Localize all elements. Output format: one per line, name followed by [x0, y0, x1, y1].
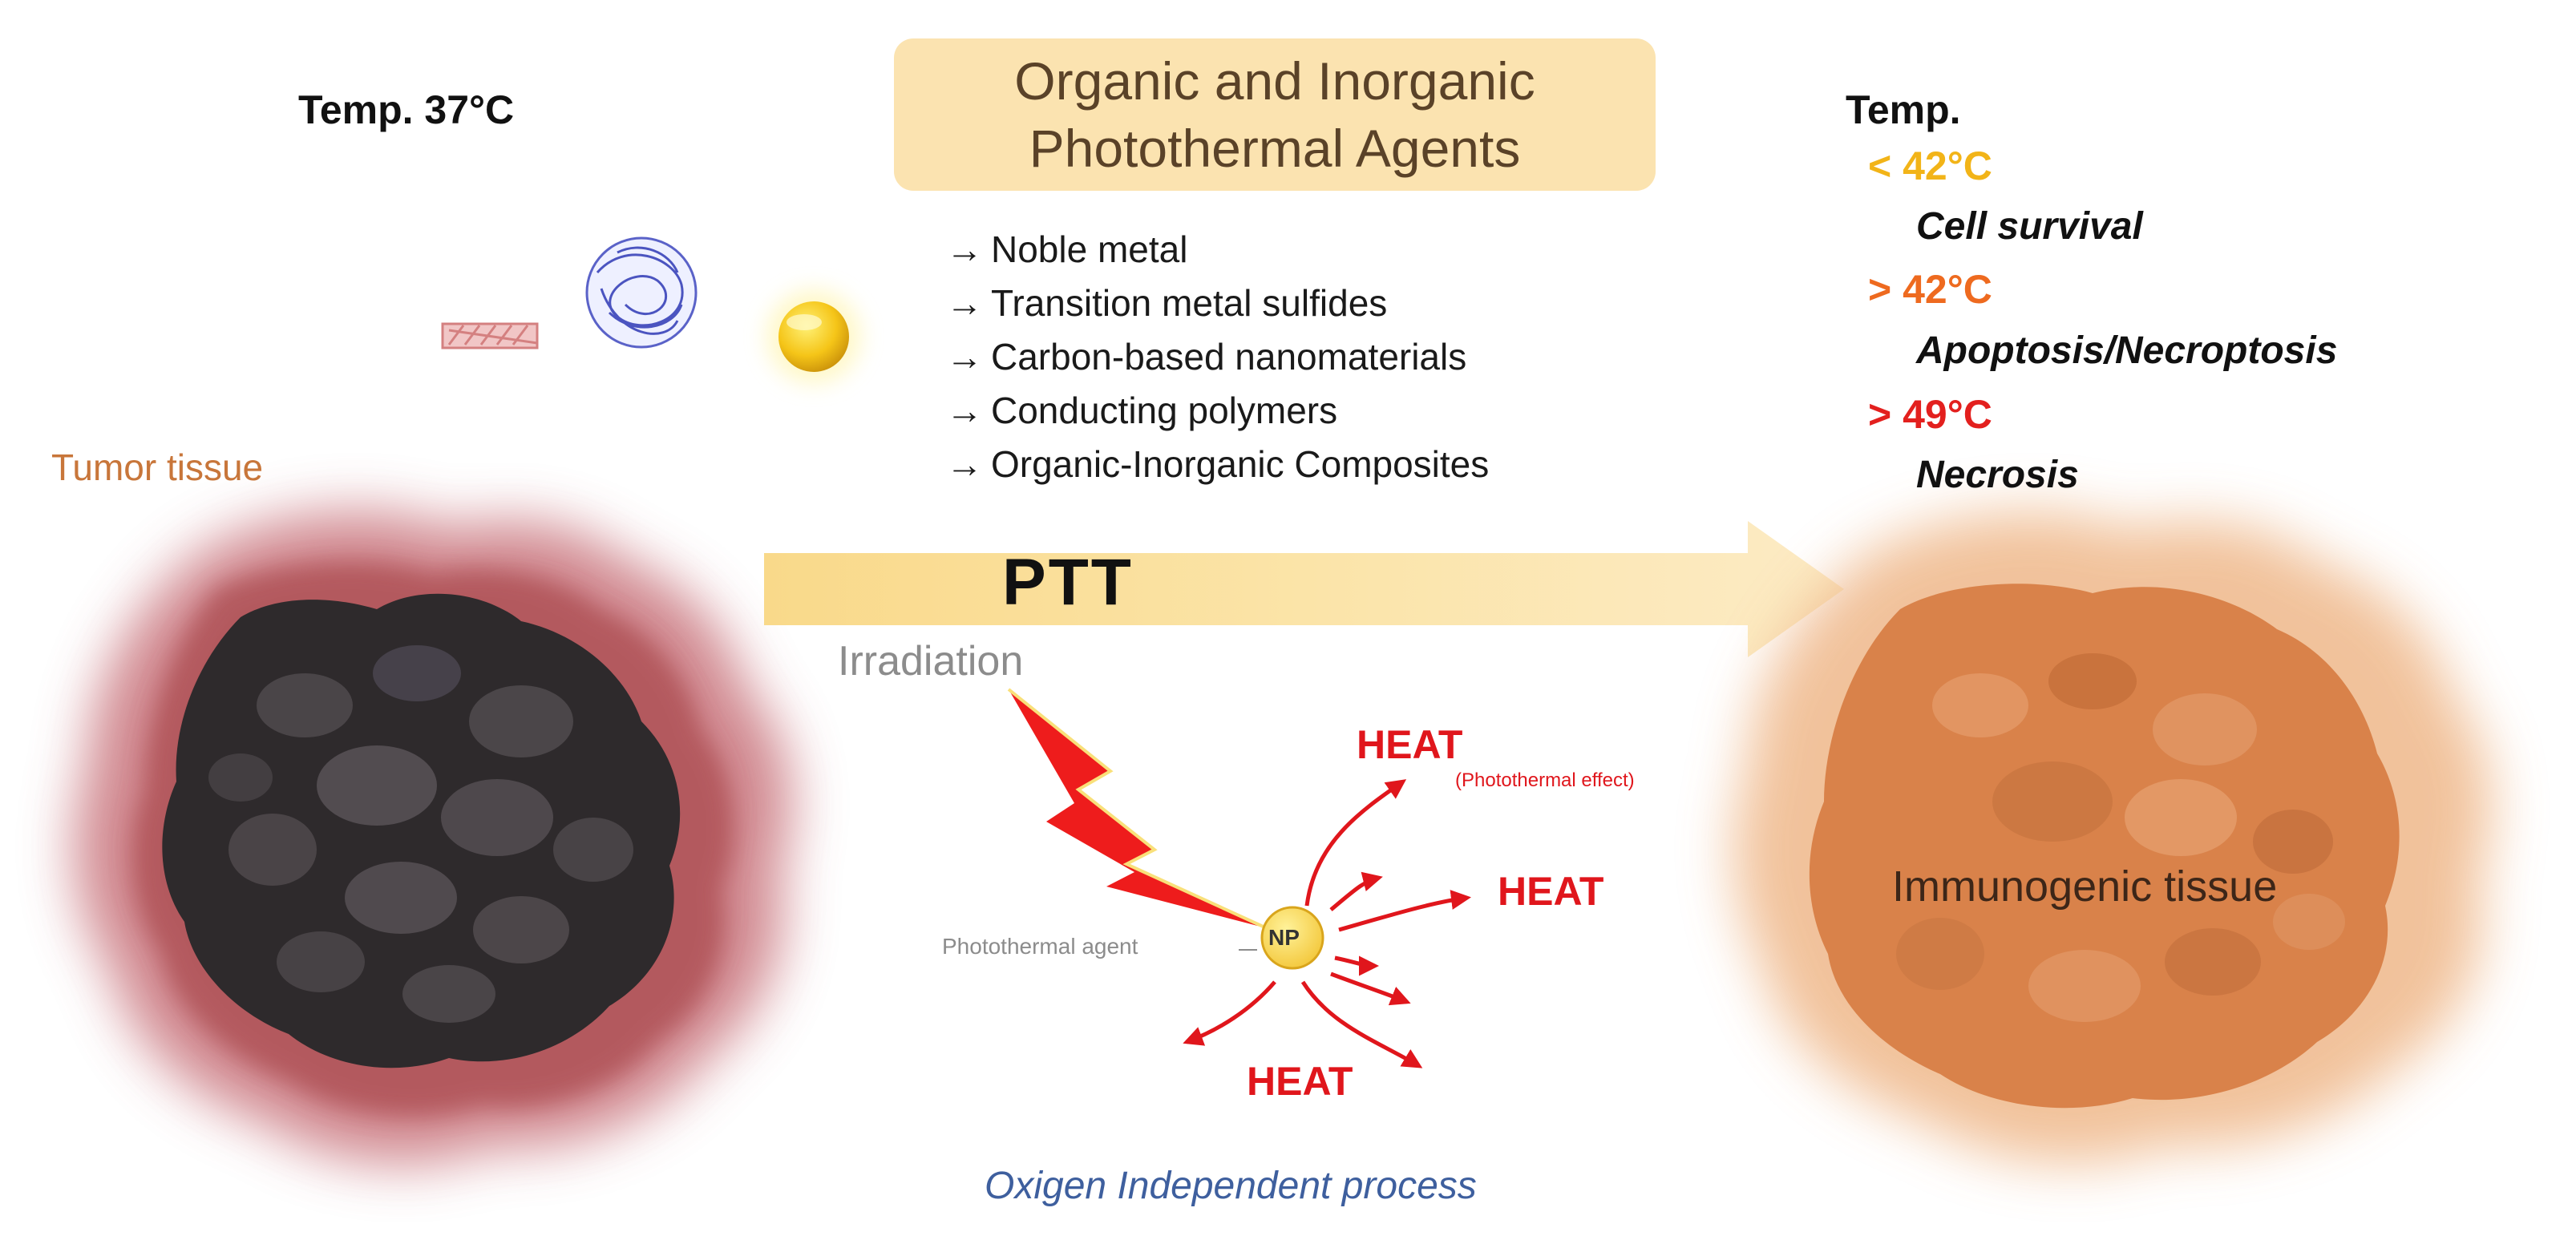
threshold-value-3: > 49°C [1868, 392, 1992, 437]
threshold-value-1: < 42°C [1868, 143, 1992, 188]
right-arrow-icon: → [946, 443, 983, 485]
lightning-icon [1009, 689, 1267, 928]
ptt-label: PTT [1002, 546, 1134, 619]
agents-title-box: Organic and Inorganic Photothermal Agent… [894, 38, 1656, 191]
heat-label-top: HEAT [1357, 722, 1463, 767]
agents-title-line1: Organic and Inorganic [1014, 51, 1535, 111]
threshold-outcome-1: Cell survival [1916, 205, 2143, 248]
tumor-tissue-label: Tumor tissue [51, 446, 264, 488]
agents-title-line2: Photothermal Agents [1029, 119, 1521, 178]
agents-list: →Noble metal →Transition metal sulfides … [946, 223, 1489, 491]
left-temperature: Temp. 37°C [298, 87, 515, 132]
immunogenic-tissue [1733, 511, 2491, 1164]
list-item: →Conducting polymers [946, 384, 1489, 438]
threshold-outcome-3: Necrosis [1916, 454, 2079, 496]
irradiation-label: Irradiation [838, 638, 1024, 685]
heat-label-bottom: HEAT [1247, 1059, 1353, 1104]
gold-nanoparticle-icon [767, 290, 860, 383]
immunogenic-tissue-label: Immunogenic tissue [1892, 862, 2278, 911]
list-item: →Carbon-based nanomaterials [946, 330, 1489, 384]
threshold-outcome-2: Apoptosis/Necroptosis [1916, 329, 2338, 372]
list-item: →Noble metal [946, 223, 1489, 277]
nanorod-icon [441, 322, 539, 349]
photothermal-effect-label: (Photothermal effect) [1455, 769, 1635, 791]
ptt-arrow [764, 521, 1844, 657]
tumor-tissue [75, 511, 791, 1164]
right-arrow-icon: → [946, 336, 983, 378]
right-arrow-icon: → [946, 228, 983, 270]
np-label: NP [1268, 925, 1300, 950]
right-arrow-icon: → [946, 390, 983, 431]
heat-emission-arrows [1183, 779, 1471, 1068]
heat-label-right: HEAT [1498, 869, 1604, 914]
right-arrow-icon: → [946, 282, 983, 324]
right-temperature: Temp. [1846, 87, 1961, 132]
polymer-sphere-icon [585, 236, 698, 349]
threshold-value-2: > 42°C [1868, 267, 1992, 312]
oxygen-independent-label: Oxigen Independent process [985, 1165, 1477, 1207]
list-item: →Organic-Inorganic Composites [946, 438, 1489, 491]
nanoparticle-np [1260, 906, 1324, 970]
photothermal-agent-label: Photothermal agent [942, 934, 1138, 959]
list-item: →Transition metal sulfides [946, 277, 1489, 330]
